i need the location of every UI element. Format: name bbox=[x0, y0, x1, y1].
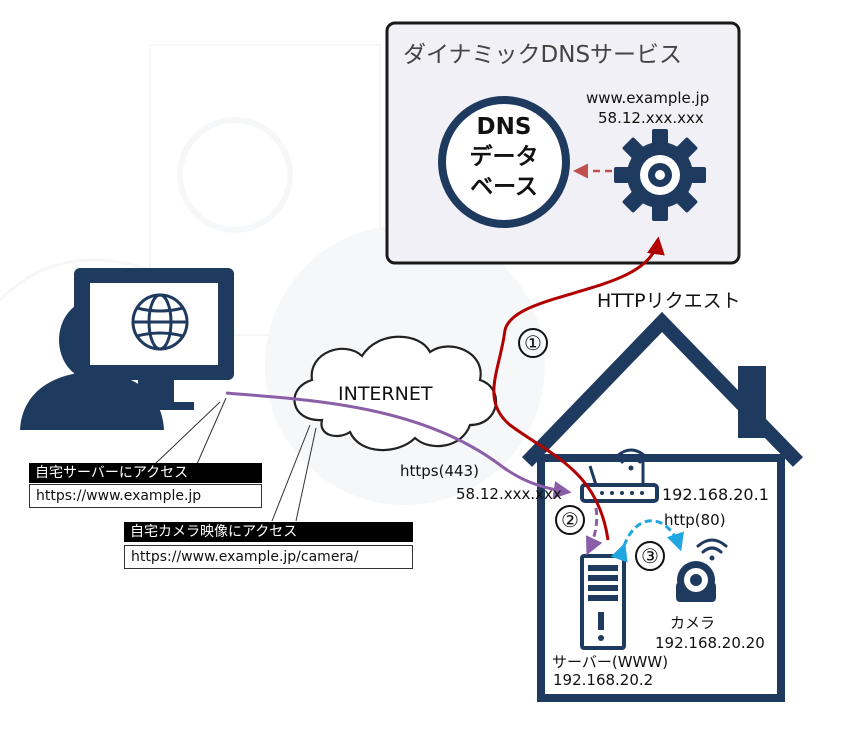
step-2-badge: ② bbox=[555, 505, 585, 535]
home-server-callout-url: https://www.example.jp bbox=[29, 484, 262, 508]
user-access-path bbox=[225, 391, 572, 499]
dns-host-label: www.example.jp bbox=[586, 89, 710, 107]
router-public-ip: 58.12.xxx.xxx bbox=[456, 485, 562, 503]
router-public-port: https(443) bbox=[400, 462, 479, 480]
wifi-icon bbox=[615, 448, 647, 471]
dns-db-line2: データ bbox=[469, 144, 539, 170]
router-icon bbox=[580, 462, 659, 503]
server-icon bbox=[580, 554, 626, 650]
dns-database-circle bbox=[438, 96, 570, 228]
server-ip: 192.168.20.2 bbox=[553, 671, 654, 689]
server-name: サーバー(WWW) bbox=[552, 653, 669, 671]
router-to-server-path bbox=[585, 507, 603, 556]
dns-db-line3: ベース bbox=[470, 174, 538, 200]
http-request-path bbox=[492, 236, 665, 541]
home-server-callout-title: 自宅サーバーにアクセス bbox=[29, 463, 262, 483]
cloud-icon bbox=[293, 335, 498, 452]
dns-ip-label: 58.12.xxx.xxx bbox=[598, 109, 704, 127]
internet-label: INTERNET bbox=[338, 383, 433, 405]
callout-leaders bbox=[154, 397, 317, 522]
router-local-ip: 192.168.20.1 bbox=[662, 485, 769, 504]
dns-service-title: ダイナミックDNSサービス bbox=[403, 42, 683, 68]
camera-icon bbox=[676, 561, 716, 602]
http-request-label: HTTPリクエスト bbox=[597, 290, 741, 312]
home-camera-callout-title: 自宅カメラ映像にアクセス bbox=[124, 522, 413, 542]
camera-name: カメラ bbox=[670, 614, 716, 632]
dns-db-line1: DNS bbox=[476, 114, 532, 140]
server-camera-path bbox=[610, 519, 684, 563]
dns-database-label: DNS データ ベース bbox=[448, 112, 560, 202]
camera-wifi-icon bbox=[696, 538, 728, 561]
home-camera-callout-url: https://www.example.jp/camera/ bbox=[124, 545, 413, 569]
camera-link-protocol: http(80) bbox=[664, 511, 726, 529]
globe-icon bbox=[131, 293, 189, 351]
camera-ip: 192.168.20.20 bbox=[655, 634, 765, 652]
house-icon bbox=[521, 311, 804, 702]
step-1-badge: ① bbox=[518, 328, 548, 358]
gear-icon bbox=[614, 129, 706, 221]
step-3-badge: ③ bbox=[635, 541, 665, 571]
